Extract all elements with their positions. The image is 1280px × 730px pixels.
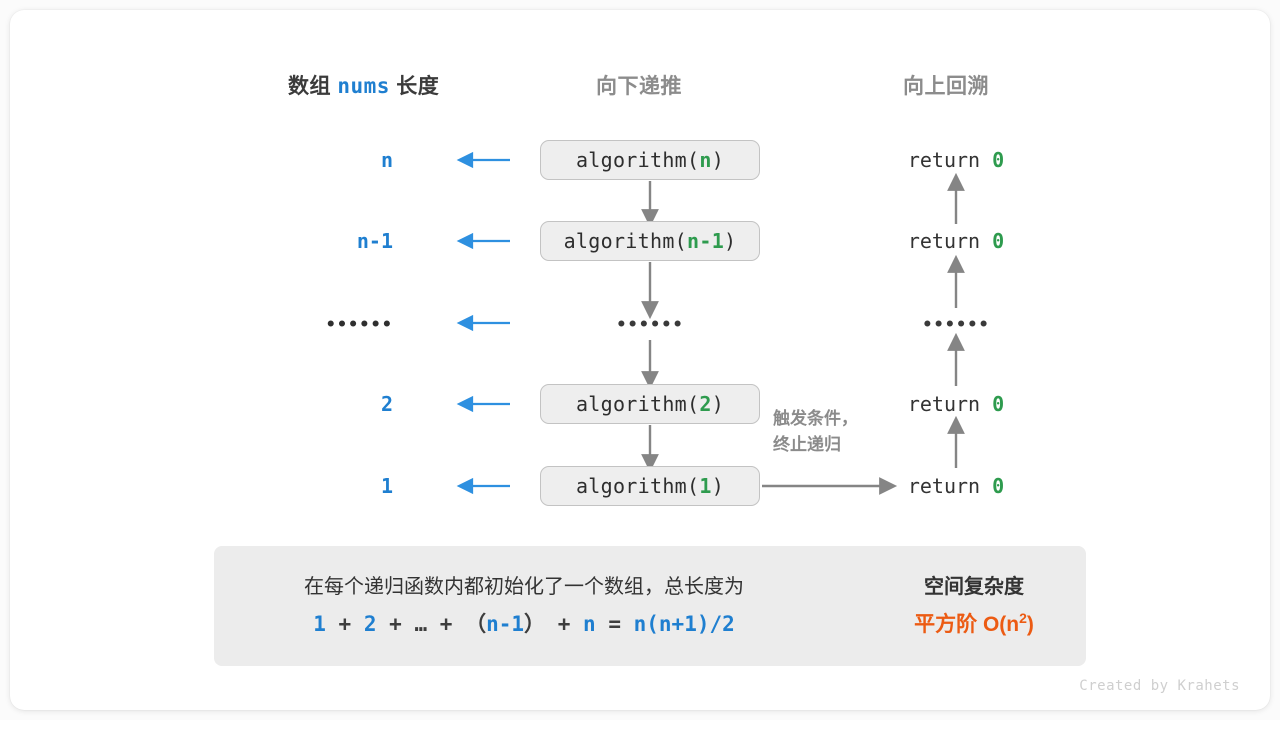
header-left-suffix: 长度	[396, 75, 440, 98]
summary-formula: 1 + 2 + … + （n-1） + n = n(n+1)/2	[244, 608, 804, 638]
formula-op-3: +	[439, 612, 453, 636]
formula-paren-open: （	[465, 612, 487, 636]
header-left-prefix: 数组	[288, 75, 331, 98]
header-left-column: 数组 nums 长度	[288, 70, 439, 100]
return-label-row-0: return 0	[866, 148, 1046, 172]
return-keyword: return	[907, 229, 981, 253]
complexity-value: 平方阶 O(n2)	[874, 608, 1074, 638]
algo-call-arg: 1	[699, 474, 712, 498]
algo-call-suffix: )	[711, 148, 725, 172]
length-label-row-3: 2	[380, 392, 393, 416]
header-middle-column: 向下递推	[596, 75, 682, 98]
complexity-title: 空间复杂度	[924, 576, 1024, 598]
return-value: 0	[992, 392, 1005, 416]
trigger-note-line2: 终止递归	[773, 435, 841, 455]
complexity-label: 平方阶	[914, 613, 978, 636]
complexity-bigo-open: O(n	[982, 613, 1020, 636]
return-keyword: return	[907, 392, 981, 416]
formula-term-4: n-1	[486, 612, 525, 636]
header-right-column: 向上回溯	[903, 75, 989, 98]
summary-panel: 在每个递归函数内都初始化了一个数组，总长度为 1 + 2 + … + （n-1）…	[214, 546, 1086, 666]
return-label-row-1: return 0	[866, 229, 1046, 253]
footer-credit: Created by Krahets	[1079, 678, 1240, 694]
return-value: 0	[992, 229, 1005, 253]
return-keyword: return	[907, 148, 981, 172]
formula-term-5: n	[583, 612, 596, 636]
return-value: 0	[992, 148, 1005, 172]
algorithm-box-row-3: algorithm(2)	[540, 384, 760, 424]
length-label-row-0: n	[380, 148, 393, 172]
algo-call-prefix: algorithm(	[575, 392, 700, 416]
trigger-condition-note: 触发条件， 终止递归	[773, 406, 858, 459]
length-label-row-4: 1	[380, 474, 393, 498]
algo-call-arg: n-1	[687, 229, 725, 253]
trigger-note-line1: 触发条件，	[773, 409, 858, 428]
return-label-row-4: return 0	[866, 474, 1046, 498]
algo-call-arg: 2	[699, 392, 712, 416]
algo-call-prefix: algorithm(	[575, 474, 700, 498]
complexity-bigo: O(n2)	[982, 610, 1034, 636]
return-label-row-3: return 0	[866, 392, 1046, 416]
formula-op-2: +	[389, 612, 402, 636]
return-value: 0	[992, 474, 1005, 498]
algorithm-box-row-1: algorithm(n-1)	[540, 221, 760, 261]
header-left-mono: nums	[337, 74, 390, 98]
formula-result: n(n+1)/2	[633, 612, 735, 636]
algorithm-box-row-4: algorithm(1)	[540, 466, 760, 506]
formula-op-1: +	[338, 612, 352, 636]
algo-call-arg: n	[699, 148, 712, 172]
formula-paren-close: ）	[524, 612, 546, 636]
return-keyword: return	[907, 474, 981, 498]
formula-term-2: 2	[363, 612, 377, 636]
algorithm-ellipsis-row-2: ••••••	[616, 315, 684, 335]
algo-call-suffix: )	[711, 474, 725, 498]
formula-ellipsis: …	[414, 612, 428, 636]
complexity-exponent: 2	[1019, 610, 1027, 626]
length-label-row-2-ellipsis: ••••••	[325, 315, 393, 335]
algo-call-prefix: algorithm(	[575, 148, 700, 172]
complexity-bigo-close: )	[1026, 613, 1034, 636]
algo-call-prefix: algorithm(	[563, 229, 688, 253]
return-ellipsis-row-2: ••••••	[922, 315, 990, 335]
diagram-card: 数组 nums 长度 向下递推 向上回溯 n algorithm(n) retu…	[10, 10, 1270, 710]
summary-description: 在每个递归函数内都初始化了一个数组，总长度为	[304, 576, 744, 598]
formula-term-1: 1	[313, 612, 326, 636]
arrow-left-icon-group	[456, 151, 510, 495]
length-label-row-1: n-1	[356, 229, 393, 253]
formula-equals: =	[608, 612, 621, 636]
algorithm-box-row-0: algorithm(n)	[540, 140, 760, 180]
formula-op-4: +	[557, 612, 571, 636]
algo-call-suffix: )	[711, 392, 725, 416]
algo-call-suffix: )	[724, 229, 737, 253]
